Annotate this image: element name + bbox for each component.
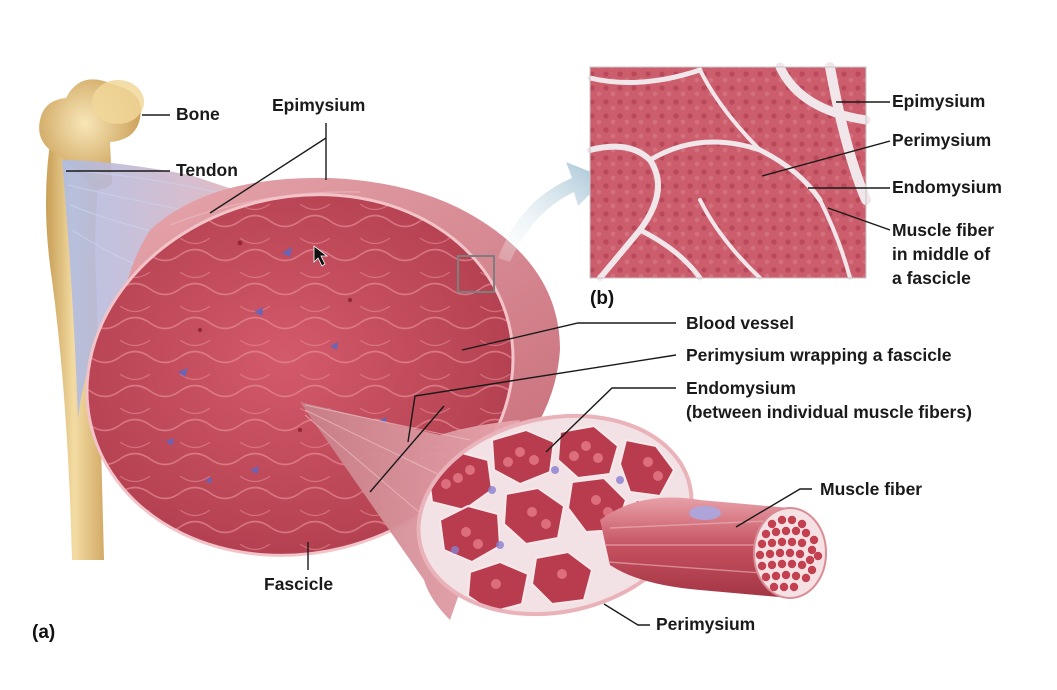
- femoral-head: [92, 80, 144, 124]
- magnify-arrow: [498, 162, 606, 262]
- label-perimysium-a: Perimysium: [656, 614, 756, 634]
- leader-perimysium-wrap-2: [369, 405, 445, 493]
- leader-muscle-fiber-a: [735, 488, 812, 528]
- micrograph: [587, 62, 871, 281]
- leader-perimysium-a: [603, 603, 650, 626]
- label-muscle-fiber-b-line3: a fascicle: [892, 268, 971, 288]
- label-bone: Bone: [176, 104, 220, 124]
- tendon: [62, 160, 250, 420]
- label-fascicle: Fascicle: [264, 574, 334, 594]
- fiber-end-rim: [753, 507, 827, 599]
- fiber-nucleus: [689, 506, 721, 520]
- label-tendon: Tendon: [176, 160, 238, 180]
- leader-lines: [66, 101, 891, 626]
- leader-blood-vessel: [461, 322, 676, 351]
- label-muscle-fiber-b-line2: in middle of: [892, 244, 991, 264]
- label-endomysium-b: Endomysium: [892, 177, 1002, 197]
- magnified-region-marker: [457, 255, 495, 293]
- perimysium-rim: [416, 413, 694, 617]
- leader-perimysium-b: [761, 140, 891, 177]
- label-epimysium-a: Epimysium: [272, 95, 366, 115]
- fiber-end-myofibrils: [754, 508, 826, 598]
- label-epimysium-b: Epimysium: [892, 91, 986, 111]
- panel-label-a: (a): [32, 622, 56, 643]
- label-muscle-fiber-a: Muscle fiber: [820, 479, 923, 499]
- label-perimysium-wrapping: Perimysium wrapping a fascicle: [686, 345, 952, 365]
- label-muscle-fiber-b-line1: Muscle fiber: [892, 220, 995, 240]
- panel-label-b: (b): [590, 288, 615, 309]
- leader-epimysium-a-left: [209, 137, 327, 214]
- epimysium-rim: [85, 193, 515, 557]
- label-endomysium-a-line2: (between individual muscle fibers): [686, 402, 972, 422]
- label-blood-vessel: Blood vessel: [686, 313, 794, 333]
- label-endomysium-a-line1: Endomysium: [686, 378, 796, 398]
- leader-endomysium-a: [545, 387, 676, 453]
- fascicle-cone-striations: [304, 404, 471, 531]
- label-perimysium-b: Perimysium: [892, 130, 992, 150]
- leader-perimysium-wrap: [407, 354, 677, 443]
- leader-muscle-fiber-b: [827, 207, 891, 231]
- cursor-icon: [313, 245, 329, 267]
